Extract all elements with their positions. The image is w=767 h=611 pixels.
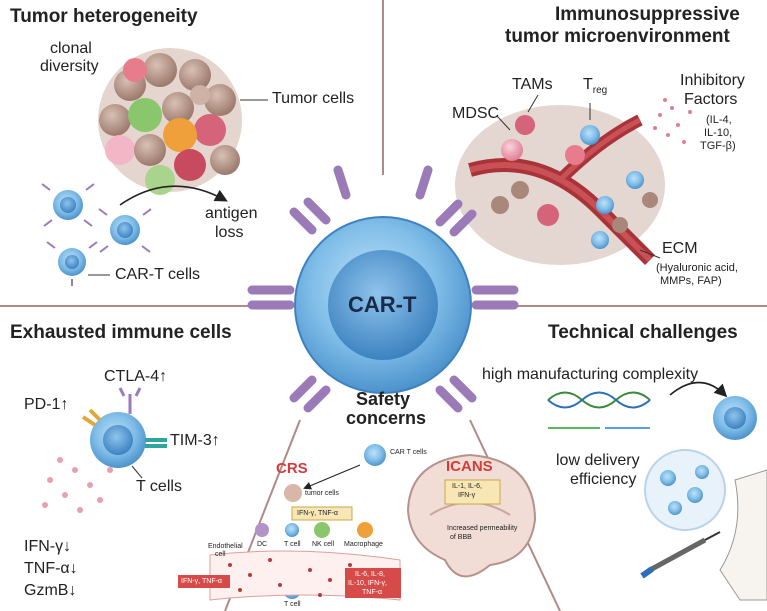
il-list-2: IL-10, IFN-γ, (348, 580, 387, 587)
icans-label: ICANS (446, 458, 493, 475)
blood-dots (228, 558, 392, 597)
low-delivery-2: efficiency (570, 471, 637, 488)
tnf-label: TNF-α↓ (24, 560, 78, 577)
ifn-tnf-box-text: IFN-γ, TNF-α (181, 578, 222, 585)
car-t-cells-label: CAR-T cells (115, 266, 201, 283)
crs-arrow (303, 464, 361, 490)
t-cell-bottom-label: T cell (284, 601, 301, 608)
crs-cytokine-text: IFN-γ, TNF-α (297, 510, 338, 517)
nk-cell-label: NK cell (312, 541, 335, 548)
crs-label: CRS (276, 460, 308, 477)
arm-and-syringe (640, 469, 767, 601)
icans-il-text-2: IFN-γ (458, 492, 476, 499)
heterogeneity-title: Tumor heterogeneity (10, 6, 198, 27)
tme-title-1: Immunosuppressive (555, 4, 740, 25)
mdsc-label: MDSC (452, 105, 500, 122)
il-list-1: IL-6, IL-8, (355, 571, 385, 578)
central-car-t-cell (294, 216, 472, 394)
clonal-label-2: diversity (40, 58, 99, 75)
technical-title: Technical challenges (548, 322, 738, 343)
safety-car-t-label: CAR T cells (390, 449, 427, 456)
crs-cytokine-box (291, 506, 353, 521)
brain (406, 453, 537, 578)
clonal-label-1: clonal (50, 40, 92, 57)
ifn-label: IFN-γ↓ (24, 538, 72, 555)
low-delivery-1: low delivery (556, 452, 640, 469)
pd1-label: PD-1↑ (24, 396, 69, 413)
tumor-cells-label: Tumor cells (272, 90, 355, 107)
tumor-cluster (98, 48, 242, 195)
gzmb-label: GzmB↓ (24, 582, 77, 599)
central-car-receptors (247, 165, 519, 413)
safety-label-2: concerns (346, 408, 427, 428)
car-t-cell-small (53, 190, 140, 276)
tim3-label: TIM-3↑ (170, 432, 220, 449)
bbb-label-1: Increased permeability (447, 525, 518, 532)
bbb-label-2: of BBB (450, 534, 472, 541)
cytokine-dots (42, 457, 113, 513)
icans-il-text-1: IL-1, IL-6, (452, 483, 482, 490)
inhibitory-factor-dots (653, 98, 692, 144)
inhibitory-label-1: Inhibitory (680, 72, 745, 89)
ecm-detail-2: MMPs, FAP) (660, 275, 722, 287)
inhibitory-label-2: Factors (684, 91, 738, 108)
t-cells-leader (131, 465, 143, 479)
ecm-detail-1: (Hyaluronic acid, (656, 262, 738, 274)
tme-title-2: tumor microenvironment (505, 26, 730, 47)
exhausted-t-cell (81, 387, 167, 468)
il-list-3: TNF-α (362, 589, 382, 596)
t-cell-label: T cell (284, 541, 301, 548)
macrophage-label: Macrophage (344, 541, 383, 548)
antigen-label-2: loss (215, 224, 244, 241)
tgfb-label: TGF-β) (700, 140, 736, 152)
dna-helix (547, 391, 651, 429)
engineered-cell (713, 396, 757, 440)
ifn-tnf-box (178, 575, 230, 588)
exhausted-title: Exhausted immune cells (10, 322, 232, 343)
ecm-label: ECM (662, 240, 698, 257)
endothelial-label-2: cell (215, 551, 226, 558)
antigen-loss-arrow (119, 185, 228, 206)
tme-tissue (455, 105, 665, 265)
il-list-box (345, 568, 401, 598)
manufacturing-label: high manufacturing complexity (482, 366, 699, 383)
manufacturing-arrow (669, 381, 728, 398)
car-t-center-label: CAR-T (348, 292, 417, 317)
dc-label: DC (257, 541, 268, 548)
safety-label-1: Safety (356, 389, 411, 409)
il4-label: (IL-4, (706, 114, 732, 126)
endothelial-label-1: Endothelial (208, 543, 243, 550)
ctla4-label: CTLA-4↑ (104, 368, 168, 385)
delivery-circle (644, 449, 726, 531)
safety-tumor-label: tumor cells (305, 490, 339, 497)
car-receptors-small (41, 183, 152, 286)
t-cells-label: T cells (136, 478, 182, 495)
treg-label: Treg (583, 76, 608, 97)
tams-label: TAMs (512, 76, 553, 93)
antigen-label-1: antigen (205, 205, 258, 222)
tme-leaders (496, 94, 661, 259)
il10-label: IL-10, (704, 127, 733, 139)
icans-cytokine-box (444, 479, 501, 505)
